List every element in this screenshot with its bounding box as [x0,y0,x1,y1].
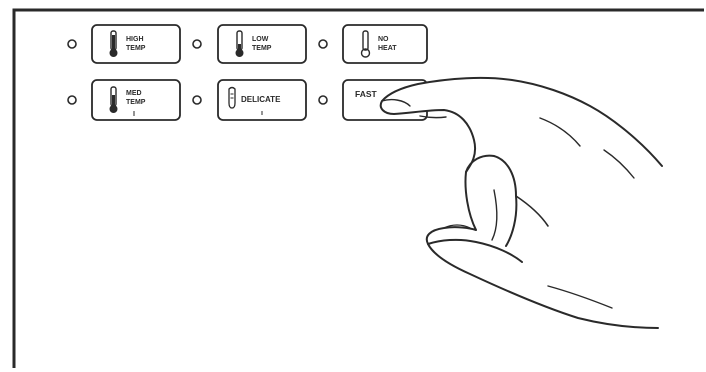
button-label-bottom: HEAT [378,45,397,52]
button-no-heat[interactable]: NO HEAT [342,24,428,64]
button-label-bottom: TEMP [252,45,272,52]
hand-illustration [379,76,663,329]
indicator-light-fast [318,95,328,105]
button-label-top: HIGH [126,36,144,43]
panel-frame [12,8,704,368]
indicator-light-low-temp [192,39,202,49]
button-low-temp[interactable]: LOW TEMP [217,24,307,64]
button-label-top: DELICATE [241,95,281,104]
button-label-top: FAST [355,89,378,99]
thermometer-low-icon [235,30,244,57]
button-label-top: MED [126,90,142,97]
button-label-top: LOW [252,36,269,43]
thermometer-high-icon [109,30,118,57]
button-label-bottom: TEMP [126,45,146,52]
button-label-bottom: TEMP [126,99,146,106]
button-med-temp[interactable]: MED TEMP [91,79,181,121]
indicator-light-med-temp [67,95,77,105]
button-high-temp[interactable]: HIGH TEMP [91,24,181,64]
thermometer-empty-icon [360,30,371,58]
indicator-light-high-temp [67,39,77,49]
button-delicate[interactable]: DELICATE [217,79,307,121]
indicator-light-no-heat [318,39,328,49]
button-label-top: NO [378,36,389,43]
indicator-light-delicate [192,95,202,105]
thermometer-med-icon [109,86,118,113]
delicate-icon [228,86,236,109]
